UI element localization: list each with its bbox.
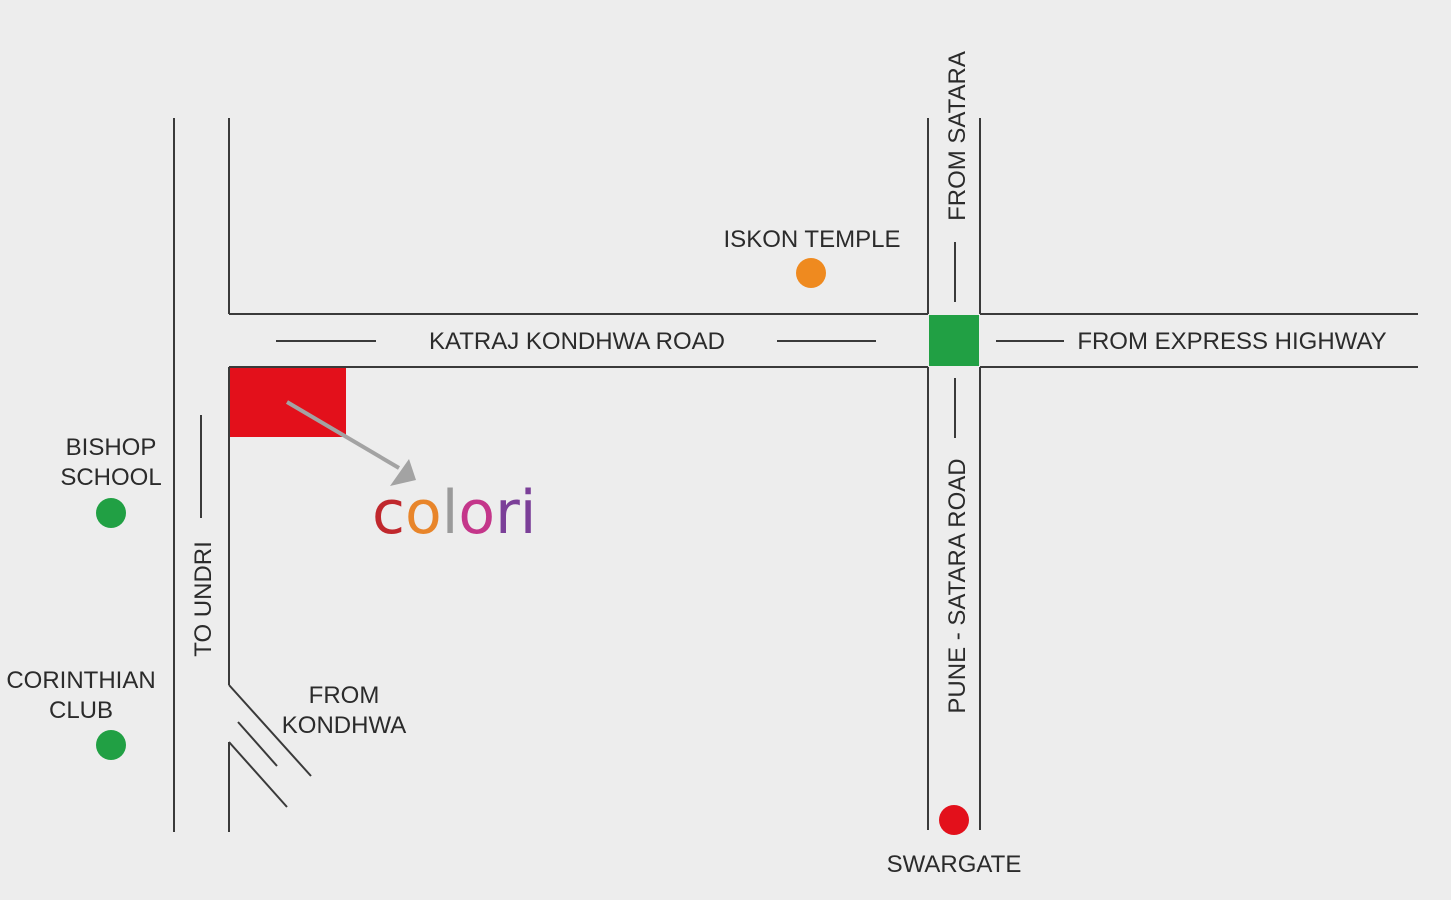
logo-letter-c: c: [372, 478, 405, 548]
from-satara-label: FROM SATARA: [944, 51, 971, 221]
corinthian-club-marker: [96, 730, 126, 760]
swargate-label: SWARGATE: [887, 851, 1022, 878]
project-pointer-arrow: [285, 400, 416, 486]
corinthian-club-label-line1: CORINTHIAN: [6, 667, 155, 694]
from-express-highway-label: FROM EXPRESS HIGHWAY: [1077, 328, 1386, 355]
logo-letter-o: o: [405, 478, 442, 548]
iskon-temple-marker: [796, 258, 826, 288]
from-kondhwa-label-line2: KONDHWA: [282, 712, 406, 739]
logo-letter-l: l: [442, 478, 459, 548]
to-undri-label: TO UNDRI: [190, 541, 217, 657]
logo-letter-r: r: [495, 478, 520, 548]
road-lines: [173, 118, 1418, 832]
junction-square: [929, 315, 979, 366]
bishop-school-label-line1: BISHOP: [66, 434, 157, 461]
kondhwa-branch-edge-2: [237, 721, 278, 767]
logo-letter-i: i: [520, 478, 537, 548]
swargate-marker: [939, 805, 969, 835]
colori-logo: colori: [372, 478, 536, 548]
from-kondhwa-label-line1: FROM: [309, 682, 380, 709]
bishop-school-marker: [96, 498, 126, 528]
center-dashes: [200, 242, 1064, 518]
pune-satara-road-label: PUNE - SATARA ROAD: [944, 458, 971, 713]
kondhwa-branch-edge-3: [228, 741, 288, 808]
kondhwa-branch-edge-1: [228, 684, 312, 777]
iskon-temple-label: ISKON TEMPLE: [724, 226, 901, 253]
logo-letter-o2: o: [458, 478, 495, 548]
katraj-kondhwa-road-label: KATRAJ KONDHWA ROAD: [429, 328, 725, 355]
corinthian-club-label-line2: CLUB: [49, 697, 113, 724]
bishop-school-label-line2: SCHOOL: [60, 464, 161, 491]
